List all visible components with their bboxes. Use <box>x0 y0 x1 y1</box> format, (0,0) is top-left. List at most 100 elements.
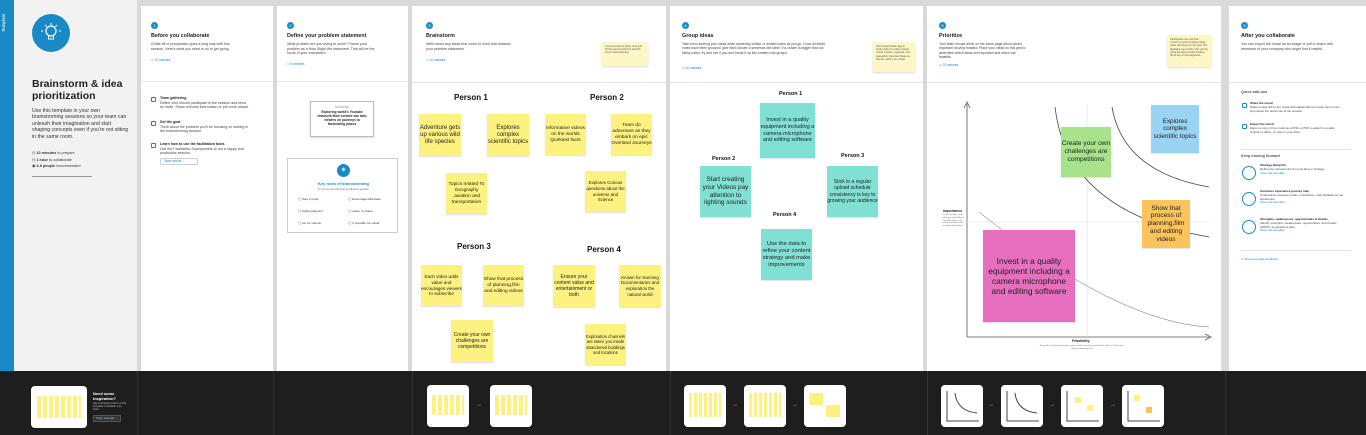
sticky-note[interactable]: Informative videos on the worlds Quirkie… <box>545 114 586 155</box>
step-number: 3 <box>426 22 433 29</box>
dark-divider <box>1225 371 1226 435</box>
rule-6: ◯ If possible, be visual <box>348 221 380 225</box>
group-title: Group ideas <box>682 33 714 39</box>
rule-3: ◯ Defer judgment <box>298 209 323 213</box>
step-thumbnail <box>1001 385 1043 427</box>
step-thumbnail <box>490 385 532 427</box>
sticky-note[interactable]: Adventure gets up various wild life spec… <box>419 114 461 156</box>
priority-note[interactable]: Invest in a quality equipment including … <box>983 230 1075 322</box>
brainstorm-time: ◷ 10 minutes <box>426 58 446 62</box>
open-template-link[interactable]: Open the template <box>1260 228 1285 233</box>
intro-title: Brainstorm & idea prioritization <box>32 78 123 102</box>
item-b-icon <box>151 121 156 126</box>
item-c-icon <box>151 143 156 148</box>
x-axis-desc: Regardless of their importance, which ta… <box>1039 345 1125 350</box>
intro-body: Use this template in your own brainstorm… <box>32 108 129 140</box>
dark-divider <box>137 371 138 435</box>
arrow-right-icon: → <box>1049 402 1055 408</box>
sticky-note[interactable]: Ensure your content value and entertainm… <box>553 265 595 307</box>
arrow-right-icon: → <box>792 402 798 408</box>
rules-title: Key rules of brainstorming <box>318 181 369 186</box>
define-time: ◷ 5 minutes <box>287 62 305 66</box>
priority-note[interactable]: Explores complex scientific topics <box>1151 105 1199 153</box>
template-tab-label: Template <box>1 13 6 33</box>
arrow-right-icon: → <box>732 402 738 408</box>
rule-2: ◯ Encourage wild ideas <box>348 197 381 201</box>
sticky-note[interactable]: Show that process of planning,film and e… <box>483 265 524 306</box>
problem-card: PROBLEM Exploring world's Youtube channe… <box>310 101 374 137</box>
dark-divider <box>670 371 671 435</box>
open-example-button[interactable]: Open example → <box>93 415 121 422</box>
cluster-note[interactable]: Use the data to refine your content stra… <box>761 229 812 280</box>
sticky-note[interactable]: Exploration channels are taken you insid… <box>585 324 626 365</box>
arrow-right-icon: → <box>1110 402 1116 408</box>
inspiration-title: Need some inspiration? <box>93 391 116 401</box>
step-thumbnail <box>684 385 726 427</box>
cluster-2-label: Person 2 <box>712 156 736 162</box>
x-axis-label: Feasibility <box>1072 339 1090 343</box>
sticky-note[interactable]: Explores Curious questions about the uni… <box>585 171 626 212</box>
person-1-label: Person 1 <box>454 93 488 102</box>
journey-map-icon <box>1242 192 1256 206</box>
define-title: Define your problem statement <box>287 33 367 39</box>
sticky-note[interactable]: Topics related To Geography ,aviation an… <box>446 173 487 214</box>
template-sidebar-strip <box>0 0 14 435</box>
stat-people: ◉ 2-8 people recommended <box>32 164 81 168</box>
sticky-note[interactable]: Create your own challenges are competiti… <box>451 320 493 362</box>
open-article-button[interactable]: Open article ⌄ <box>160 158 198 165</box>
rule-5: ◯ Go for volume <box>298 221 322 225</box>
open-template-link[interactable]: Open the template <box>1260 200 1285 205</box>
cluster-note[interactable]: Stick to a regular upload schedule consi… <box>827 166 878 217</box>
brainstorm-title: Brainstorm <box>426 33 455 39</box>
y-axis-desc: If each of these tasks could get done wi… <box>942 214 964 228</box>
swot-icon <box>1242 220 1256 234</box>
keep-moving-title: Keep moving forward <box>1241 154 1280 158</box>
cluster-note[interactable]: Invest in a quality equipment including … <box>760 103 815 158</box>
prioritize-time: ◷ 20 minutes <box>939 63 959 67</box>
sticky-note[interactable]: Team do adventure as they embark on epic… <box>611 114 652 155</box>
y-axis-label: Importance <box>943 209 963 213</box>
step-number: 5 <box>939 22 946 29</box>
example-thumbnail[interactable] <box>31 386 87 428</box>
before-time: ◷ 10 minutes <box>151 58 171 62</box>
person-4-label: Person 4 <box>587 245 621 254</box>
after-panel: 6 After you collaborate You can export t… <box>1229 6 1366 371</box>
rules-card: ✶ Key rules of brainstorming To run an s… <box>287 158 398 233</box>
step-thumbnail <box>744 385 786 427</box>
sticky-note[interactable]: Explores complex scientific topics <box>487 114 529 156</box>
group-panel: 4 Group ideas Take turns sharing your id… <box>670 6 923 371</box>
open-template-link[interactable]: Open the template <box>1260 170 1285 175</box>
step-thumbnail <box>1122 385 1164 427</box>
before-title: Before you collaborate <box>151 33 210 39</box>
priority-note[interactable]: Show that process of planning,film and e… <box>1142 200 1190 248</box>
cluster-3-label: Person 3 <box>841 153 865 159</box>
intro-stats: ◷ 10 minutes to prepare ◷ 1 hour to coll… <box>32 150 130 170</box>
priority-note[interactable]: Create your own challenges are competiti… <box>1061 127 1111 177</box>
cluster-note[interactable]: Start creating your Videos pay attention… <box>700 166 751 217</box>
quick-addons-title: Quick add-ons <box>1241 90 1268 94</box>
intro-panel: Brainstorm & idea prioritization Use thi… <box>14 0 137 371</box>
group-time: ◷ 20 minutes <box>682 66 702 70</box>
person-3-label: Person 3 <box>457 242 491 251</box>
sticky-note[interactable]: Known for stunning Documentaries and exp… <box>619 265 661 307</box>
step-thumbnail <box>427 385 469 427</box>
stat-collaborate: ◷ 1 hour to collaborate <box>32 157 72 162</box>
step-number: 1 <box>151 22 158 29</box>
brain-icon: ✶ <box>337 164 350 177</box>
define-desc: What problem are you trying to solve? Fr… <box>287 42 375 56</box>
dark-divider <box>927 371 928 435</box>
dark-divider <box>273 371 274 435</box>
sticky-note[interactable]: Each video adds value and encourages vie… <box>421 265 462 306</box>
inspiration-desc: See a finished version of this template … <box>93 402 127 412</box>
share-icon <box>1242 103 1247 108</box>
rules-subtitle: To run an smooth and productive session <box>318 187 369 191</box>
step-thumbnail <box>941 385 983 427</box>
template-feedback-link[interactable]: ✎ Share template feedback <box>1241 257 1278 261</box>
before-panel: 1 Before you collaborate A little bit of… <box>141 6 273 371</box>
after-desc: You can export the mural as an image or … <box>1241 42 1333 51</box>
strategy-icon <box>1242 166 1256 180</box>
stat-prepare: ◷ 10 minutes to prepare <box>32 151 75 155</box>
before-desc: A little bit of preparation goes a long … <box>151 42 230 51</box>
person-2-label: Person 2 <box>590 93 624 102</box>
lightbulb-icon <box>32 14 70 52</box>
